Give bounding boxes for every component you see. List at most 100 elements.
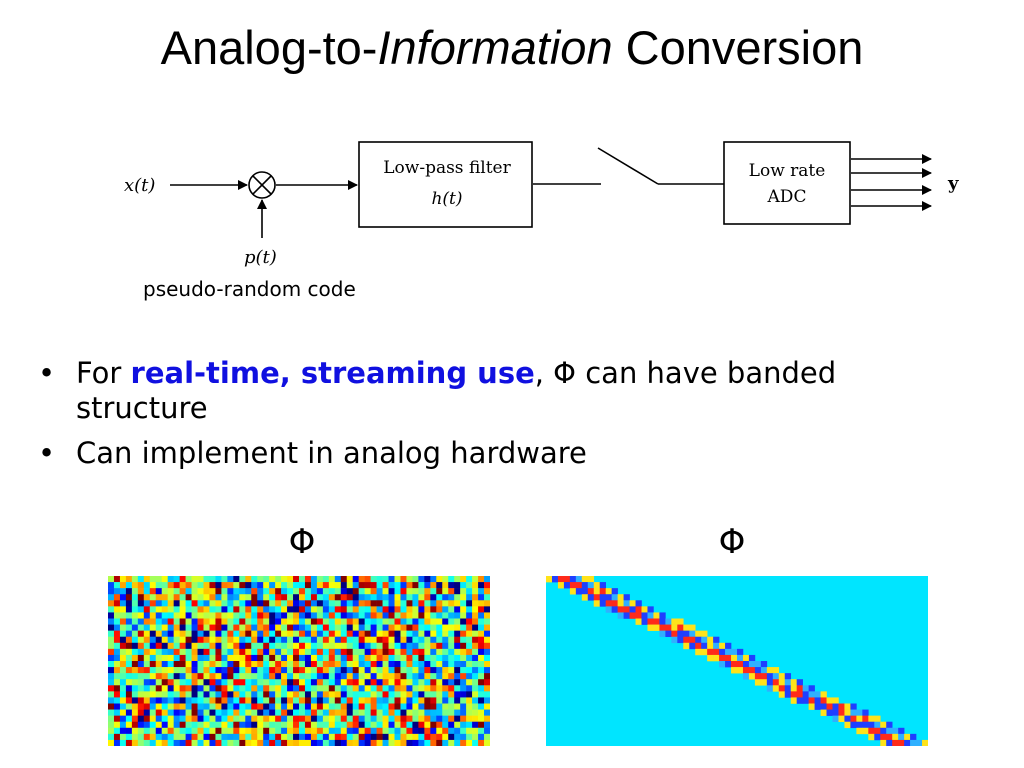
- heatmap-cell: [358, 721, 365, 729]
- heatmap-cell: [131, 642, 139, 650]
- heatmap-cell: [185, 606, 192, 613]
- heatmap-cell: [209, 618, 216, 625]
- heatmap-cell: [191, 739, 198, 746]
- heatmap-cell: [406, 715, 413, 723]
- heatmap-cell: [137, 703, 145, 710]
- heatmap-cell: [382, 648, 389, 656]
- heatmap-cell: [400, 697, 407, 704]
- heatmap-cell: [221, 636, 228, 644]
- heatmap-cell: [245, 606, 252, 613]
- heatmap-cell: [472, 642, 479, 650]
- band-cell: [647, 624, 654, 631]
- heatmap-cell: [364, 648, 371, 656]
- heatmap-cell: [119, 630, 127, 638]
- heatmap-cell: [113, 624, 121, 631]
- heatmap-cell: [281, 715, 288, 723]
- heatmap-cell: [191, 612, 198, 619]
- heatmap-cell: [382, 703, 389, 710]
- heatmap-cell: [197, 618, 204, 625]
- band-cell: [725, 654, 732, 662]
- heatmap-cell: [191, 697, 198, 704]
- heatmap-cell: [328, 661, 336, 668]
- band-cell: [599, 588, 606, 595]
- heatmap-cell: [376, 709, 383, 716]
- heatmap-cell: [472, 697, 479, 704]
- heatmap-cell: [161, 612, 168, 619]
- heatmap-cell: [376, 679, 383, 686]
- heatmap-cell: [299, 691, 306, 698]
- heatmap-cell: [484, 624, 490, 631]
- band-cell: [701, 642, 708, 650]
- heatmap-cell: [263, 630, 270, 638]
- heatmap-cell: [472, 648, 479, 656]
- heatmap-cell: [281, 582, 288, 589]
- band-cell: [844, 721, 851, 729]
- heatmap-cell: [179, 612, 186, 619]
- heatmap-cell: [352, 673, 359, 680]
- heatmap-cell: [197, 739, 204, 746]
- heatmap-cell: [191, 618, 198, 625]
- heatmap-cell: [412, 721, 419, 729]
- band-cell: [814, 697, 821, 704]
- heatmap-cell: [263, 679, 270, 686]
- heatmap-cell: [209, 673, 216, 680]
- heatmap-cell: [245, 691, 252, 698]
- heatmap-cell: [406, 667, 413, 674]
- heatmap-cell: [484, 576, 490, 583]
- heatmap-cell: [215, 624, 222, 631]
- heatmap-cell: [334, 606, 342, 613]
- heatmap-cell: [143, 612, 151, 619]
- heatmap-cell: [245, 654, 252, 662]
- heatmap-cell: [269, 630, 276, 638]
- heatmap-cell: [358, 667, 365, 674]
- heatmap-cell: [322, 582, 330, 589]
- heatmap-cell: [119, 594, 127, 601]
- heatmap-cell: [340, 673, 348, 680]
- heatmap-cell: [221, 618, 228, 625]
- heatmap-cell: [167, 673, 174, 680]
- band-cell: [808, 697, 815, 704]
- heatmap-cell: [478, 685, 485, 692]
- heatmap-cell: [203, 703, 210, 710]
- heatmap-cell: [388, 733, 395, 741]
- heatmap-cell: [376, 606, 383, 613]
- band-cell: [557, 576, 565, 583]
- heatmap-cell: [245, 630, 252, 638]
- heatmap-cell: [137, 727, 145, 735]
- heatmap-cell: [340, 582, 348, 589]
- heatmap-cell: [430, 667, 437, 674]
- heatmap-cell: [448, 739, 455, 746]
- heatmap-cell: [275, 654, 282, 662]
- heatmap-cell: [334, 709, 342, 716]
- heatmap-cell: [209, 648, 216, 656]
- heatmap-cell: [304, 594, 312, 601]
- heatmap-cell: [143, 703, 151, 710]
- heatmap-cell: [370, 606, 377, 613]
- heatmap-cell: [370, 661, 377, 668]
- heatmap-cell: [155, 600, 163, 607]
- heatmap-cell: [424, 691, 431, 698]
- heatmap-cell: [310, 648, 318, 656]
- heatmap-cell: [436, 691, 443, 698]
- heatmap-cell: [400, 648, 407, 656]
- heatmap-cell: [340, 636, 348, 644]
- heatmap-cell: [149, 715, 157, 723]
- heatmap-cell: [161, 685, 168, 692]
- band-cell: [778, 673, 786, 680]
- heatmap-cell: [424, 709, 431, 716]
- heatmap-cell: [328, 709, 336, 716]
- heatmap-cell: [334, 727, 342, 735]
- heatmap-cell: [221, 600, 228, 607]
- heatmap-cell: [143, 618, 151, 625]
- heatmap-cell: [269, 715, 276, 723]
- heatmap-cell: [352, 685, 359, 692]
- heatmap-cell: [281, 679, 288, 686]
- heatmap-cell: [418, 703, 425, 710]
- heatmap-cell: [263, 636, 270, 644]
- heatmap-cell: [388, 618, 395, 625]
- heatmap-cell: [394, 612, 401, 619]
- band-cell: [874, 727, 881, 735]
- heatmap-cell: [352, 709, 359, 716]
- heatmap-cell: [424, 673, 431, 680]
- heatmap-cell: [358, 739, 365, 746]
